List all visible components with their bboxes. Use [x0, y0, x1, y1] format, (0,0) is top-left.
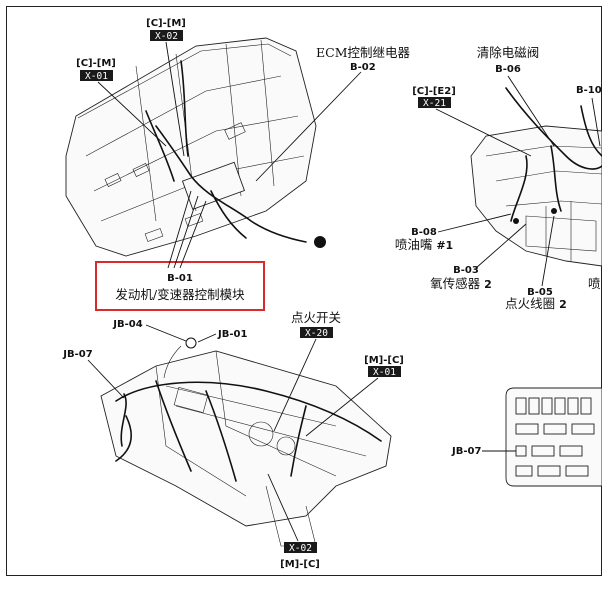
ignition-tag	[300, 327, 333, 338]
b08-code-label: B-08	[411, 227, 437, 238]
b03-code-label: B-03	[453, 265, 479, 276]
b01-code-label: B-01	[167, 273, 193, 284]
b03-name-label: 氧传感器 2	[430, 276, 492, 291]
frame-border	[6, 6, 602, 576]
mc-bottom-ref: [M]-[C]	[280, 559, 320, 570]
dashboard-view	[100, 337, 392, 547]
jb01-label: JB-01	[217, 329, 247, 340]
b06-name-label: 清除电磁阀	[477, 45, 540, 60]
cm-left-code: X-01	[85, 71, 108, 82]
b06-code-label: B-06	[495, 64, 521, 75]
jb07-right-label: JB-07	[451, 446, 481, 457]
diagram-frame: B-01 发动机/变速器控制模块 [C]-[M] X-02 [C]-[M] X-…	[6, 6, 602, 576]
b01-name-label: 发动机/变速器控制模块	[115, 287, 245, 302]
wiring-diagram: B-01 发动机/变速器控制模块 [C]-[M] X-02 [C]-[M] X-…	[6, 6, 602, 576]
mc-bottom-tag	[284, 542, 317, 553]
engine-view	[470, 87, 602, 267]
fuse-box	[505, 387, 602, 487]
cm-top-tag	[150, 30, 183, 41]
mc-right-code: X-01	[373, 367, 396, 378]
cm-left-ref: [C]-[M]	[76, 58, 116, 69]
ce2-tag	[418, 97, 451, 108]
engine-bay-panel	[65, 37, 326, 257]
mc-bottom-code: X-02	[289, 543, 312, 554]
b02-code-label: B-02	[350, 62, 376, 73]
ignition-switch-label: 点火开关	[291, 310, 341, 325]
ce2-ref: [C]-[E2]	[412, 86, 456, 97]
b05-name-label: 点火线圈 2	[505, 296, 567, 311]
cm-top-ref: [C]-[M]	[146, 18, 186, 29]
cm-left-tag	[80, 70, 113, 81]
ignition-code: X-20	[305, 328, 328, 339]
partial-right-label: 喷	[588, 276, 601, 291]
b10-code-label: B-10	[576, 85, 602, 96]
b08-name-label: 喷油嘴 #1	[395, 237, 453, 252]
ce2-code: X-21	[423, 98, 446, 109]
b05-code-label: B-05	[527, 287, 553, 298]
cm-top-code: X-02	[155, 31, 178, 42]
jb04-label: JB-04	[112, 319, 142, 330]
mc-right-ref: [M]-[C]	[364, 355, 404, 366]
mc-right-tag	[368, 366, 401, 377]
b02-name-label: ECM控制继电器	[316, 45, 410, 60]
b01-highlight-box	[95, 261, 265, 311]
jb07-left-label: JB-07	[62, 349, 92, 360]
